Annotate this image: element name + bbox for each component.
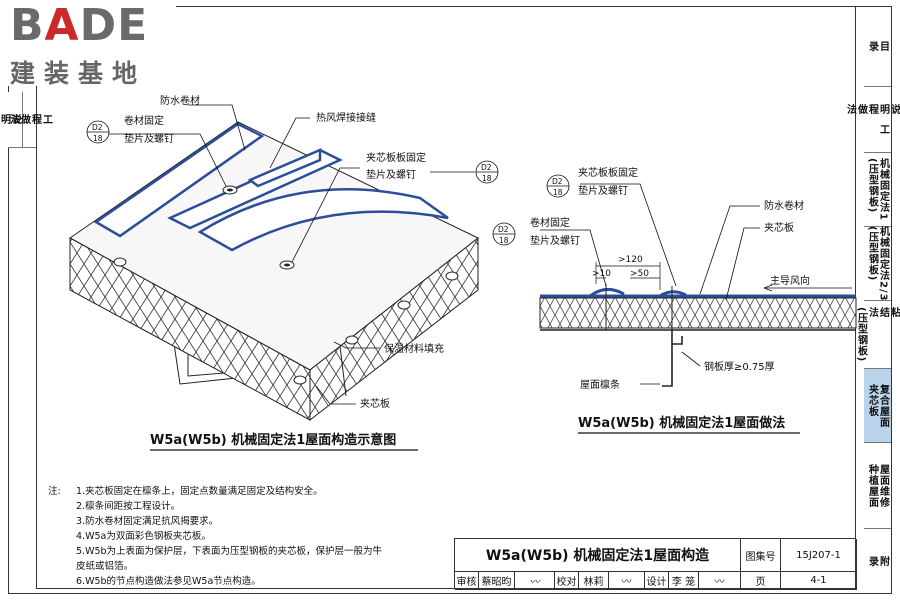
membrane-strip [93,122,265,238]
svg-text:18: 18 [93,134,103,143]
label-sandwich: 夹芯板 [360,397,390,410]
dim-10: >10 [592,269,611,279]
left-isometric-drawing: 防水卷材 热风焊接接缝 卷材固定 垫片及螺钉 夹芯板板固定 垫片及螺钉 保温材料… [69,94,499,451]
note-item: 6.W5b的节点构造做法参见W5a节点构造。 [76,576,261,587]
note-item: 3.防水卷材固定满足抗风揭要求。 [76,516,219,527]
right-tab-mech1[interactable]: 机械固定法1 (压型钢板) [864,153,891,227]
page-label: 页 [741,572,781,590]
designer-signature: 〰 [699,572,741,590]
right-tab-general[interactable]: 总 说 明 工 程 做 法 [845,87,900,153]
design-label: 设计 [645,572,669,590]
reviewer-name: 蔡昭昀 [479,572,515,590]
detail-ref-circle[interactable]: D2 18 [492,222,516,246]
label-r-fix-b: 垫片及螺钉 [530,234,580,247]
note-item: 皮纸或铝箔。 [76,561,134,572]
right-tab-mech1-label: 机械固定法1 (压型钢板) [866,158,889,221]
right-tab-mech23[interactable]: 机械固定法2/3 (压型钢板) [864,225,891,302]
brand-logo: BADE 建装基地 [6,0,176,88]
section-purlin [662,330,683,387]
brand-subtitle: 建装基地 [10,59,147,88]
checker-signature: 〰 [609,572,645,590]
right-tab-maintenance-label: 屋面维修 种植屋面 [866,463,889,508]
detail-ref-circle[interactable]: D2 18 [546,174,570,198]
label-steel-thickness: 钢板厚≥0.75厚 [704,360,775,373]
label-fix-a: 卷材固定 [124,114,164,127]
reviewer-signature: 〰 [515,572,555,590]
right-tab-adhesive[interactable]: 粘 结 法 (压型钢板) [856,301,900,369]
svg-text:18: 18 [499,236,509,245]
label-r-panel-fix-a: 夹芯板板固定 [578,166,638,179]
atlas-label: 图集号 [741,539,781,572]
svg-text:D2: D2 [552,177,563,186]
note-item: 4.W5a为双面彩色钢板夹芯板。 [76,531,211,542]
label-wind-direction: 主导风向 [770,274,810,287]
left-drawing-caption: W5a(W5b) 机械固定法1屋面构造示意图 [150,432,396,448]
svg-text:18: 18 [482,174,492,183]
right-section-drawing: >120 >10 >50 主导风向 夹芯板板固定 垫片及螺钉 卷材固定 垫片及螺… [492,166,857,434]
detail-ref-circle[interactable]: D2 18 [86,120,110,144]
right-tab-appendix[interactable]: 附 录 [864,529,891,593]
review-label: 审核 [455,572,479,590]
sheet-title: W5a(W5b) 机械固定法1屋面构造 [455,539,741,572]
right-drawing-caption: W5a(W5b) 机械固定法1屋面做法 [578,415,785,431]
left-tab-engineering-label: 工 程 做 法 [7,114,52,125]
title-block: W5a(W5b) 机械固定法1屋面构造 图集号 15J207-1 审核 蔡昭昀 … [454,538,857,590]
designer-name: 李 笼 [669,572,699,590]
right-tab-maintenance[interactable]: 屋面维修 种植屋面 [864,443,891,529]
label-panel-fix-a: 夹芯板板固定 [366,151,426,164]
right-tab-sandwich-label: 复合屋面 夹芯板 [866,383,889,428]
label-fix-b: 垫片及螺钉 [124,132,174,145]
label-r-panel-fix-b: 垫片及螺钉 [578,184,628,197]
detail-ref-circle[interactable]: D2 18 [475,160,499,184]
note-item: 5.W5b为上表面为保护层，下表面为压型钢板的夹芯板，保护层一般为牛 [76,546,383,557]
membrane-strip [247,148,322,188]
label-r-fix-a: 卷材固定 [530,216,570,229]
notes-prefix: 注: [48,486,61,497]
panel-core-right [309,236,479,422]
note-item: 2.檩条间距按工程设计。 [76,501,181,512]
membrane-arc [197,188,449,252]
right-tab-mech23-label: 机械固定法2/3 (压型钢板) [866,225,889,302]
checker-name: 林莉 [579,572,609,590]
right-tab-adhesive-label: 粘 结 法 (压型钢板) [855,306,900,363]
section-core [539,297,857,329]
check-label: 校对 [555,572,579,590]
label-waterproof: 防水卷材 [160,94,200,107]
label-r-waterproof: 防水卷材 [764,199,804,212]
svg-text:D2: D2 [481,163,492,172]
brand-wordmark: BADE [10,0,149,51]
notes-block: 注: 1.夹芯板固定在檩条上，固定点数量满足固定及结构安全。 2.檩条间距按工程设… [48,484,458,589]
right-tab-contents-label: 目 录 [866,41,889,52]
dim-120: >120 [618,255,643,265]
label-insulation: 保温材料填充 [384,342,444,355]
left-tab-engineering[interactable]: 工 程 做 法 [8,92,52,148]
atlas-number: 15J207-1 [781,539,857,572]
right-tab-appendix-label: 附 录 [866,555,889,567]
page-number: 4-1 [781,572,857,590]
dim-50: >50 [630,269,649,279]
svg-text:D2: D2 [498,225,509,234]
right-tab-sandwich[interactable]: 复合屋面 夹芯板 [864,369,891,443]
svg-text:D2: D2 [92,123,103,132]
note-item: 1.夹芯板固定在檩条上，固定点数量满足固定及结构安全。 [76,486,323,497]
label-r-sandwich: 夹芯板 [764,221,794,234]
label-purlin: 屋面檩条 [580,378,620,391]
right-tab-contents[interactable]: 目 录 [864,7,891,87]
label-panel-fix-b: 垫片及螺钉 [366,168,416,181]
label-hot-weld: 热风焊接接缝 [316,111,376,124]
svg-text:18: 18 [553,188,563,197]
